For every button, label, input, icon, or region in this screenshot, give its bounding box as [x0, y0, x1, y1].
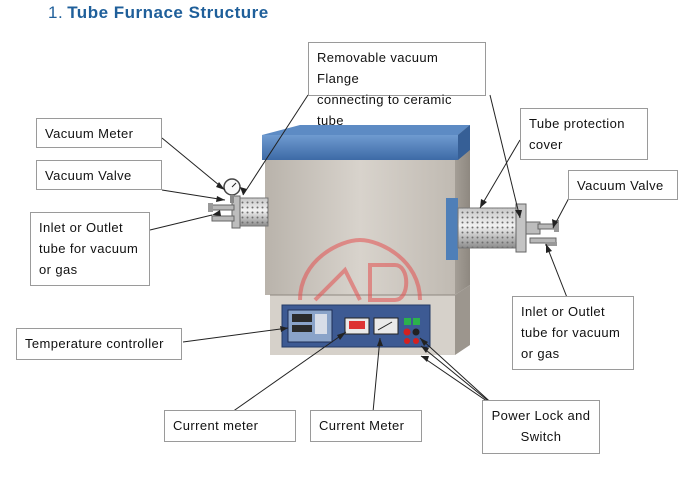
right-tube-assembly: [446, 198, 559, 260]
current-meter-unit-1: [344, 317, 370, 335]
callout-vacuum-meter: Vacuum Meter: [36, 118, 162, 148]
power-switches: [403, 318, 420, 344]
leader-arrowheads: [212, 182, 558, 362]
watermark-logo: [298, 237, 422, 302]
left-tube-assembly: [208, 178, 269, 229]
callout-current-meter-2: Current Meter: [310, 410, 422, 442]
callout-vacuum-valve-right: Vacuum Valve: [568, 170, 678, 200]
callout-vacuum-valve-left: Vacuum Valve: [36, 160, 162, 190]
page-title: 1.Tube Furnace Structure: [48, 3, 269, 22]
callout-current-meter-1: Current meter: [164, 410, 296, 442]
temperature-controller-unit: [287, 309, 333, 343]
current-meter-unit-2: [373, 317, 399, 335]
leader-lines: [149, 94, 571, 413]
control-panel: [281, 304, 431, 348]
callout-temperature-controller: Temperature controller: [16, 328, 182, 360]
